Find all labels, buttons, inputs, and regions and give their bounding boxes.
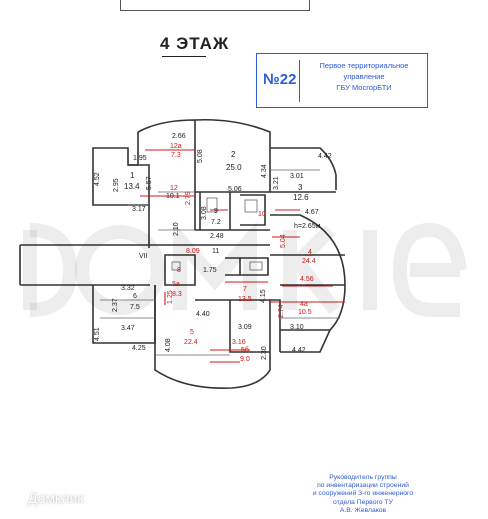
room-7-number: 7 [243, 286, 247, 293]
domclick-logo: Домклик [6, 489, 83, 507]
approval-line-1: Руководитель группы [329, 474, 397, 481]
room-6-area: 7.5 [130, 304, 140, 311]
room-12-number: 12 [170, 185, 178, 192]
dim-5-06: 5.06 [228, 186, 242, 193]
dim-3-21: 3.21 [273, 176, 280, 190]
approval-line-3: и сооружений 3-го инженерного [312, 490, 414, 498]
dim-3-17: 3.17 [132, 206, 146, 213]
dim-4-25: 4.25 [132, 345, 146, 352]
room-5a-area: 8.3 [172, 291, 182, 298]
dim-5-04: 5.04 [280, 234, 287, 248]
room-8-number: 8 [177, 267, 181, 274]
room-4-area: 24.4 [302, 258, 316, 265]
logo-text: Домклик [28, 490, 84, 506]
room-9-area: 7.2 [211, 219, 221, 226]
dim-5-08: 5.08 [197, 149, 204, 163]
dim-2-30: 2.30 [261, 346, 268, 360]
room-1-number: 1 [130, 171, 135, 180]
dim-3-10: 3.10 [290, 324, 304, 331]
dim-4-51: 4.51 [94, 327, 101, 341]
dim-4-42-bottom: 4.42 [292, 347, 306, 354]
dim-4-08: 4.08 [165, 338, 172, 352]
room-7-area: 13.5 [238, 296, 252, 303]
ceiling-height: h=2.65м [294, 223, 321, 230]
approval-line-4: отдела Первого ТУ [333, 498, 393, 506]
room-5a-number: 5а [172, 281, 180, 288]
stamp-line-1: Первое территориальное [319, 61, 409, 70]
room-5-number: 5 [190, 329, 194, 336]
dim-2-10: 2.10 [173, 222, 180, 236]
room-12a-number: 12а [170, 143, 182, 150]
section-vii: VII [139, 253, 148, 260]
room-3-number: 3 [298, 183, 303, 192]
room-9-number: 9 [214, 208, 218, 215]
dim-1-25: 1.25 [167, 290, 174, 304]
dim-3-09: 3.09 [238, 324, 252, 331]
room-12-area: 10.1 [166, 193, 180, 200]
dim-3-16: 3.16 [232, 339, 246, 346]
dim-4-52: 4.52 [94, 172, 101, 186]
bti-stamp: №22 Первое территориальное управление ГБ… [256, 53, 428, 108]
dim-2-37: 2.37 [112, 298, 119, 312]
dim-4-42-top: 4.42 [318, 153, 332, 160]
dim-2-48: 2.48 [210, 233, 224, 240]
stamp-line-3: ГБУ МосгорБТИ [336, 83, 392, 92]
floor-title-text: 4 ЭТАЖ [160, 34, 230, 53]
room-6-number: 6 [133, 293, 137, 300]
room-3-area: 12.6 [293, 193, 309, 202]
room-11-number: 11 [212, 248, 219, 255]
dim-3-08: 3.08 [201, 206, 208, 220]
room-4-number: 4 [308, 249, 312, 256]
dim-2-79: 2.79 [185, 191, 192, 205]
dim-4-34: 4.34 [261, 164, 268, 178]
dim-3-32: 3.32 [121, 285, 135, 292]
dim-1-95: 1.95 [133, 155, 147, 162]
stamp-number: №22 [263, 71, 297, 88]
room-2-number: 2 [231, 150, 236, 159]
room-2-area: 25.0 [226, 163, 242, 172]
approval-line-5: А.В. Жевлаков [339, 506, 387, 514]
dim-4-67: 4.67 [305, 209, 319, 216]
top-frame [120, 0, 310, 11]
approval-block: Руководитель группы по инвентаризации ст… [268, 474, 458, 515]
stamp-text: Первое территориальное управление ГБУ Мо… [303, 60, 425, 93]
dim-2-74: 2.74 [278, 304, 285, 318]
room-4a-area: 10.5 [298, 309, 312, 316]
dim-5-57: 5.57 [146, 176, 153, 190]
room-5b-number: 5б [241, 346, 249, 354]
dim-2-66: 2.66 [172, 133, 186, 140]
dim-8-09: 8.09 [186, 248, 200, 255]
room-4a-number: 4а [300, 301, 308, 308]
dim-2-95: 2.95 [113, 178, 120, 192]
domclick-watermark-icon [23, 221, 467, 317]
dim-4-40: 4.40 [196, 311, 210, 318]
dim-3-47: 3.47 [121, 325, 135, 332]
stamp-line-2: управление [343, 72, 385, 81]
dim-4-56: 4.56 [300, 276, 314, 283]
room-5b-area: 9.0 [240, 356, 250, 363]
dim-4-15: 4.15 [260, 289, 267, 303]
room-10-number: 10 [258, 211, 266, 218]
house-logo-icon [7, 489, 23, 506]
room-5-area: 22.4 [184, 339, 198, 346]
dim-1-75: 1.75 [203, 267, 217, 274]
approval-line-2: по инвентаризации строений [317, 482, 409, 490]
dim-3-01: 3.01 [290, 173, 304, 180]
room-1-area: 13.4 [124, 182, 140, 191]
floor-title: 4 ЭТАЖ [160, 34, 230, 57]
room-12a-area: 7.3 [171, 152, 181, 159]
